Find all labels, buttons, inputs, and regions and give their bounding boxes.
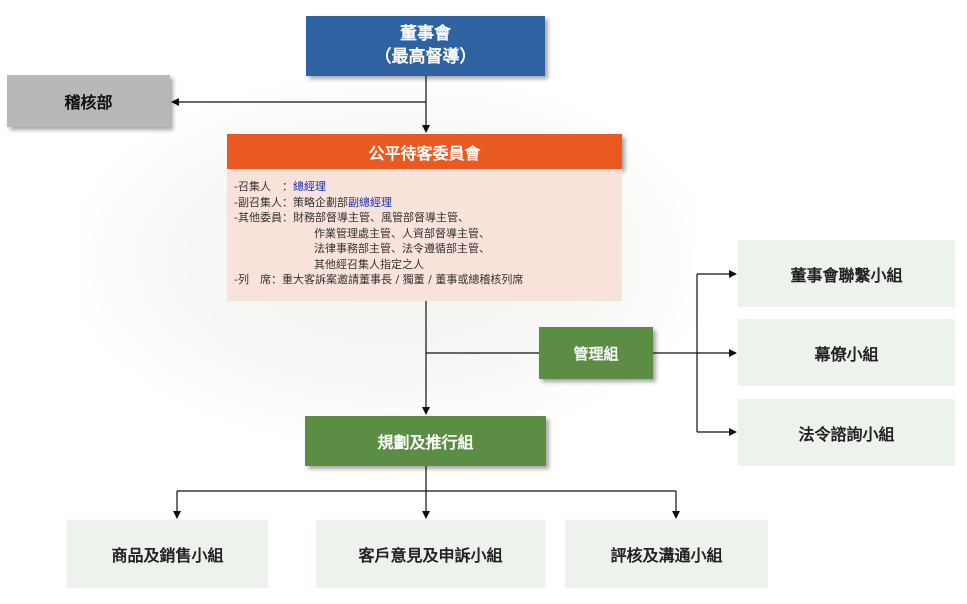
customer-complaints-group-label: 客戶意見及申訴小組 xyxy=(358,546,503,565)
legal-consulting-group-box: 法令諮詢小組 xyxy=(738,399,955,466)
members-line-1: -其他委員：財務部督導主管、風管部督導主管、 xyxy=(234,211,469,224)
members-line-3: 法律事務部主管、法令遵循部主管、 xyxy=(314,242,490,255)
products-sales-group-box: 商品及銷售小組 xyxy=(67,520,268,588)
attendance-line: -列 席：重大客訴案邀請董事長 / 獨董 / 董事或總稽核列席 xyxy=(234,273,524,286)
evaluation-communication-group-label: 評核及溝通小組 xyxy=(610,546,723,565)
board-title: 董事會 xyxy=(400,24,451,44)
management-group-label: 管理組 xyxy=(573,344,619,363)
audit-department-box: 稽核部 xyxy=(7,75,170,127)
vice-convener-label: -副召集人：策略企劃部 xyxy=(234,195,348,209)
members-line-2: 作業管理處主管、人資部督導主管、 xyxy=(314,226,490,240)
staff-group-label: 幕僚小組 xyxy=(814,344,879,364)
fair-treatment-committee-members: -召集人 ：總經理 -副召集人：策略企劃部副總經理 -其他委員：財務部督導主管、… xyxy=(227,169,622,301)
committee-title: 公平待客委員會 xyxy=(368,143,481,163)
planning-group-label: 規劃及推行組 xyxy=(377,433,474,452)
board-liaison-group-box: 董事會聯繫小組 xyxy=(738,240,955,307)
evaluation-communication-group-box: 評核及溝通小組 xyxy=(565,520,768,588)
members-line-4: 其他經召集人指定之人 xyxy=(314,257,424,271)
management-group-box: 管理組 xyxy=(539,327,653,379)
convener-label: -召集人 ： xyxy=(234,180,293,193)
vice-convener-line: -副召集人：策略企劃部副總經理 xyxy=(234,195,622,211)
vice-convener-value: 副總經理 xyxy=(347,195,392,209)
board-of-directors-box: 董事會 （最高督導） xyxy=(306,16,545,76)
board-subtitle: （最高督導） xyxy=(374,47,477,67)
products-sales-group-label: 商品及銷售小組 xyxy=(111,546,224,565)
staff-group-box: 幕僚小組 xyxy=(738,319,955,386)
audit-label: 稽核部 xyxy=(64,93,113,112)
fair-treatment-committee-header: 公平待客委員會 xyxy=(227,134,622,169)
customer-complaints-group-box: 客戶意見及申訴小組 xyxy=(316,520,545,588)
convener-value: 總經理 xyxy=(292,180,326,193)
planning-group-box: 規劃及推行組 xyxy=(305,416,546,466)
legal-consulting-group-label: 法令諮詢小組 xyxy=(798,424,895,444)
convener-line: -召集人 ：總經理 xyxy=(234,179,622,195)
board-liaison-group-label: 董事會聯繫小組 xyxy=(790,265,903,285)
